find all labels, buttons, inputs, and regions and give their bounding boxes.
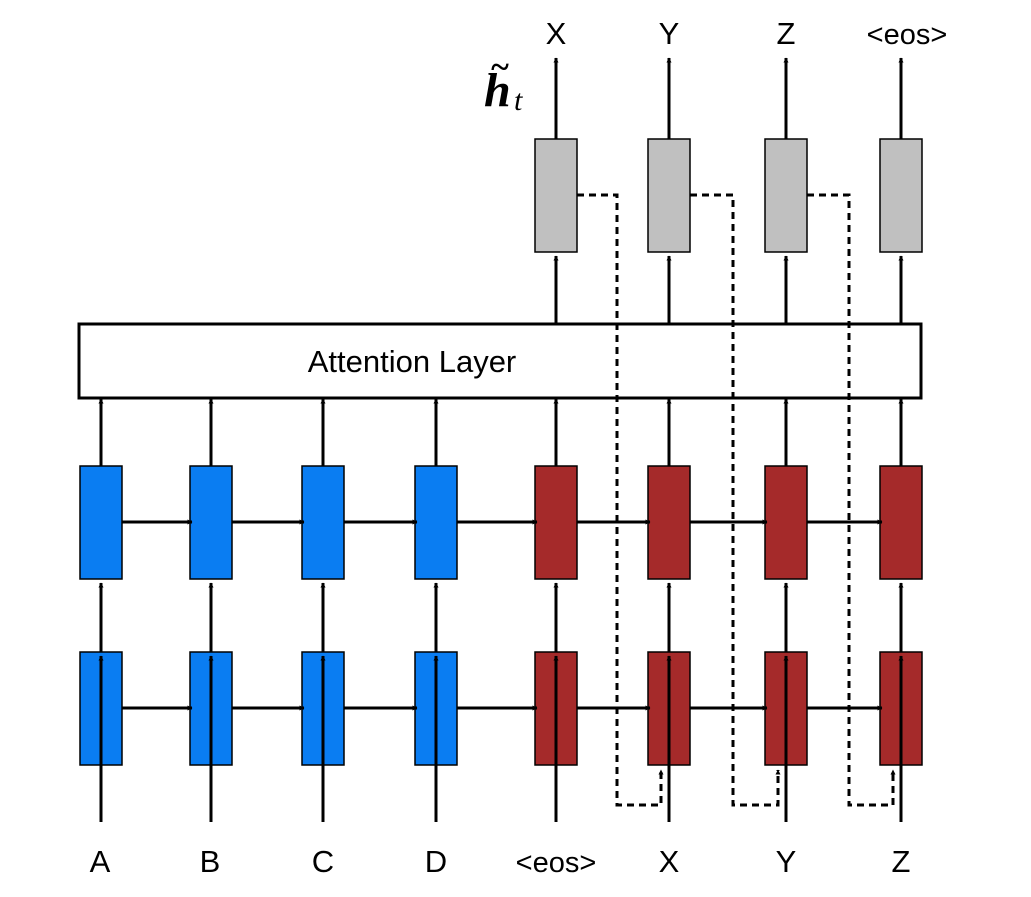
attention-layer: Attention Layer xyxy=(77,322,923,400)
cells-layer xyxy=(79,138,923,766)
input-feeding-dashed-0 xyxy=(577,193,664,807)
source-token-b: B xyxy=(200,844,221,879)
hidden-state-label: h ~ t xyxy=(484,49,523,117)
output-token-y: Y xyxy=(659,16,680,51)
input-feeding-dashed-1 xyxy=(690,193,781,807)
encoder-cell-layer2-2 xyxy=(301,465,345,580)
source-token-a: A xyxy=(90,844,111,879)
output-token-eos: <eos> xyxy=(867,19,948,51)
encoder-cell-layer2-0 xyxy=(79,465,123,580)
hidden-state-subscript: t xyxy=(514,84,523,117)
decoder-cell-layer2-6 xyxy=(764,465,808,580)
decoder-input-x: X xyxy=(659,844,680,879)
input-labels: A B C D <eos> X Y Z xyxy=(90,844,911,879)
encoder-cell-layer2-3 xyxy=(414,465,458,580)
attentional-cell-2 xyxy=(764,138,808,253)
hidden-state-symbol: h xyxy=(484,64,511,117)
input-feeding-layer xyxy=(577,193,896,807)
decoder-cell-layer2-7 xyxy=(879,465,923,580)
output-token-z: Z xyxy=(777,16,796,51)
attentional-cell-0 xyxy=(534,138,578,253)
decoder-input-y: Y xyxy=(776,844,797,879)
input-feeding-dashed-2 xyxy=(807,193,896,807)
decoder-cell-layer2-4 xyxy=(534,465,578,580)
attentional-cell-3 xyxy=(879,138,923,253)
arrows-layer xyxy=(98,57,904,822)
decoder-input-eos: <eos> xyxy=(516,847,597,879)
decoder-cell-layer2-5 xyxy=(647,465,691,580)
source-token-c: C xyxy=(312,844,334,879)
output-labels: X Y Z <eos> xyxy=(546,16,948,51)
source-token-d: D xyxy=(425,844,447,879)
output-token-x: X xyxy=(546,16,567,51)
encoder-cell-layer2-1 xyxy=(189,465,233,580)
attention-layer-label: Attention Layer xyxy=(308,344,517,379)
decoder-input-z: Z xyxy=(892,844,911,879)
attentional-cell-1 xyxy=(647,138,691,253)
hidden-state-tilde: ~ xyxy=(490,49,509,86)
